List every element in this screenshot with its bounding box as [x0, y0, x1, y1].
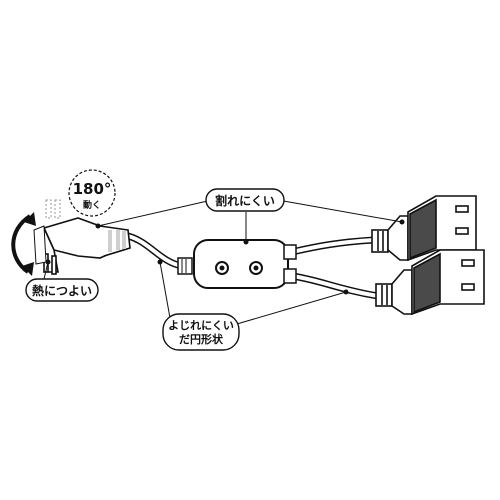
cable-upper-branch	[288, 236, 378, 256]
cable-main	[124, 232, 186, 270]
rotation-degrees: 180°	[73, 180, 112, 198]
twist-label-line1: よじれにくい	[168, 319, 234, 332]
crack-label: 割れにくい	[215, 193, 275, 208]
crack-callout: 割れにくい	[205, 188, 285, 212]
rotation-callout: 180° 動く	[68, 169, 116, 217]
heat-dot	[45, 259, 51, 265]
upper-connector	[371, 195, 477, 262]
leader-lines	[97, 199, 403, 327]
rotation-text: 動く	[83, 199, 101, 211]
lower-connector	[375, 249, 485, 316]
heat-leader	[43, 261, 49, 280]
heat-label: 熱につよい	[32, 283, 92, 298]
heat-callout: 熱につよい	[25, 278, 99, 302]
twist-callout: よじれにくい だ円形状	[162, 313, 240, 351]
twist-label-line2: だ円形状	[179, 332, 224, 346]
rotation-arrow-icon	[11, 212, 36, 276]
leader-dots	[95, 219, 405, 295]
junction-box	[177, 239, 297, 289]
cable-lower-branch	[288, 272, 382, 300]
